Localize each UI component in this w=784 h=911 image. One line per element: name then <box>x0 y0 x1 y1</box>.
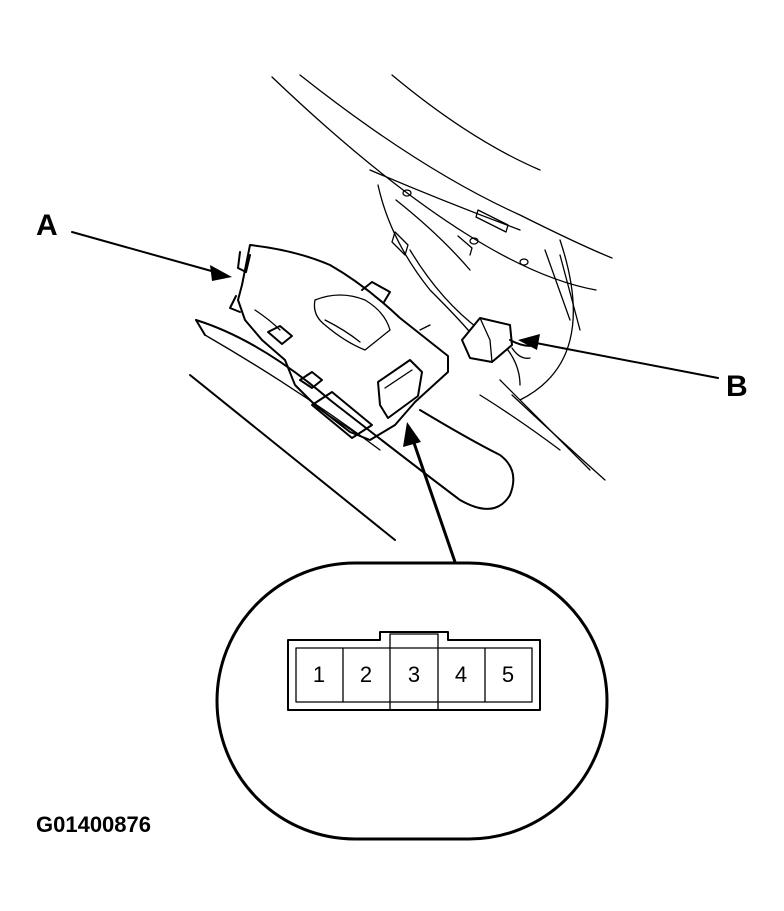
console-base <box>189 319 515 541</box>
switch-panel <box>229 244 449 441</box>
pin-label-1: 1 <box>313 662 325 687</box>
callout-b: B <box>726 370 748 403</box>
pin-label-3: 3 <box>408 662 420 687</box>
pin-label-4: 4 <box>455 662 467 687</box>
leader-arrows <box>71 231 719 564</box>
figure-id: G01400876 <box>36 812 151 837</box>
vehicle-body-lines <box>271 74 613 481</box>
pin-label-2: 2 <box>360 662 372 687</box>
harness-connector <box>461 317 536 363</box>
connector-face-inset <box>215 561 609 841</box>
pin-label-5: 5 <box>502 662 514 687</box>
callout-a: A <box>36 209 58 242</box>
inset-bubble <box>215 561 609 841</box>
